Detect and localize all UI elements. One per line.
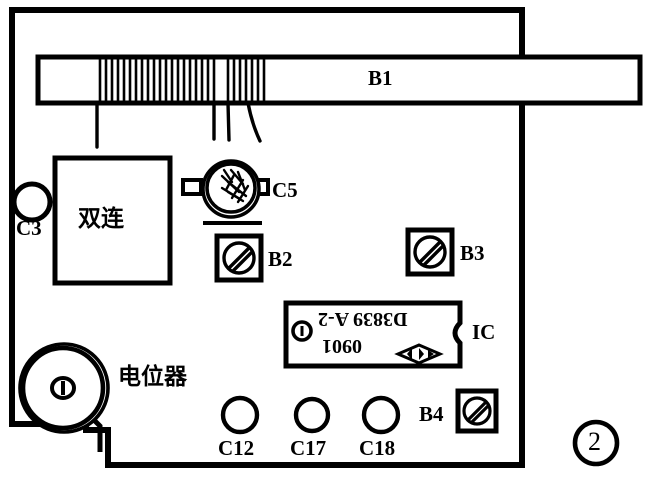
trimmer-capacitor-c5-label: C5 — [272, 178, 298, 202]
capacitor-c12-label: C12 — [218, 436, 255, 460]
potentiometer-body — [18, 342, 110, 452]
antenna-main-coil-winding — [98, 56, 216, 104]
integrated-circuit-label: IC — [472, 320, 496, 344]
dual-gang-capacitor-body — [52, 155, 173, 286]
if-transformer-b3-label: B3 — [460, 241, 485, 265]
ic-marking-line-1: D3839 A-2 — [318, 308, 408, 330]
ic-marking-line-2: 0901 — [322, 335, 362, 357]
capacitor-c3-body — [11, 181, 53, 223]
b2-screw-slot — [227, 246, 254, 273]
figure-number-circle — [572, 419, 620, 467]
if-transformer-b3-body — [405, 227, 455, 277]
antenna-label-b1: B1 — [368, 66, 393, 90]
figure-number: 2 — [588, 427, 601, 456]
capacitor-c17-label: C17 — [290, 436, 327, 460]
capacitor-c18-body — [361, 395, 401, 435]
if-transformer-b4-label: B4 — [419, 402, 444, 426]
capacitor-c18-label: C18 — [359, 436, 396, 460]
if-transformer-b2-label: B2 — [268, 247, 293, 271]
capacitor-c12-body — [220, 395, 260, 435]
if-transformer-b4-body — [455, 388, 499, 434]
capacitor-c17-body — [293, 396, 331, 434]
antenna-coil-lead-wires — [95, 101, 262, 149]
if-transformer-b2-body — [214, 233, 264, 283]
trimmer-capacitor-c5-body — [181, 159, 270, 225]
antenna-secondary-coil-winding — [226, 56, 266, 104]
potentiometer-label: 电位器 — [118, 364, 187, 390]
capacitor-c3-label: C3 — [16, 216, 42, 240]
ic-manufacturer-logo — [394, 343, 444, 365]
dual-gang-capacitor-label: 双连 — [78, 206, 124, 232]
ferrite-rod-antenna-body — [35, 54, 643, 106]
integrated-circuit-body — [283, 300, 463, 369]
b3-screw-slot — [418, 240, 445, 267]
b4-screw-slot — [467, 400, 490, 424]
